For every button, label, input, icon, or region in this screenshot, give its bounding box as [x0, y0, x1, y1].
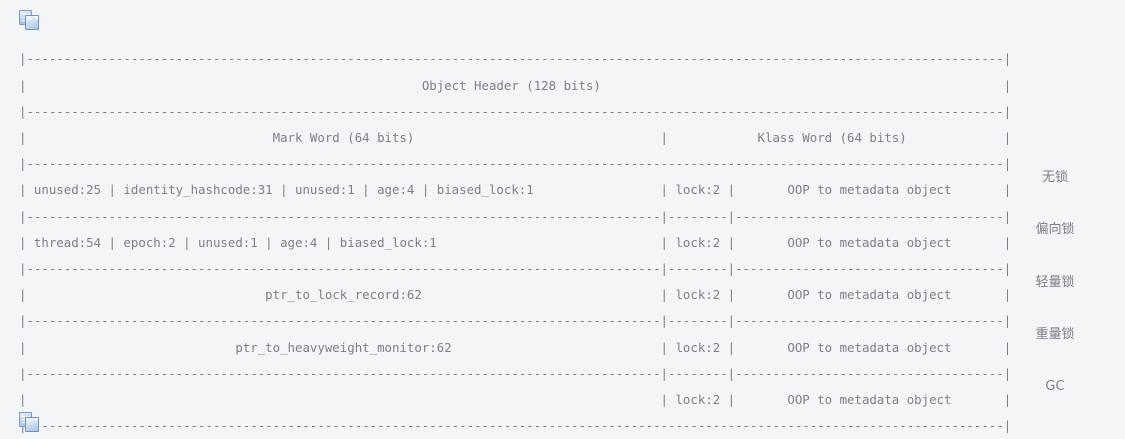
copy-icon-front-sheet — [25, 15, 39, 30]
annotation-spacer-2 — [1000, 60, 1110, 86]
copy-icon[interactable] — [19, 412, 41, 432]
ascii-diagram: |---------------------------------------… — [19, 51, 1012, 434]
annotation-spacer-9 — [1000, 348, 1110, 374]
annotation-spacer-7 — [1000, 244, 1110, 270]
annotation-spacer-4 — [1000, 113, 1110, 139]
lock-state-annotations: 无锁 偏向锁 轻量锁 重量锁 GC — [1000, 34, 1110, 401]
copy-icon-front-sheet — [25, 417, 39, 432]
annotation-biased-lock: 偏向锁 — [1035, 222, 1075, 238]
annotation-spacer-3 — [1000, 86, 1110, 112]
annotation-heavyweight-lock: 重量锁 — [1035, 327, 1075, 343]
annotation-lightweight-lock: 轻量锁 — [1035, 274, 1075, 290]
annotation-spacer-8 — [1000, 296, 1110, 322]
copy-icon[interactable] — [19, 10, 41, 30]
annotation-spacer-1 — [1000, 34, 1110, 60]
annotation-no-lock: 无锁 — [1041, 169, 1068, 185]
annotation-spacer-5 — [1000, 139, 1110, 165]
annotation-spacer-6 — [1000, 191, 1110, 217]
annotation-gc: GC — [1045, 379, 1065, 395]
